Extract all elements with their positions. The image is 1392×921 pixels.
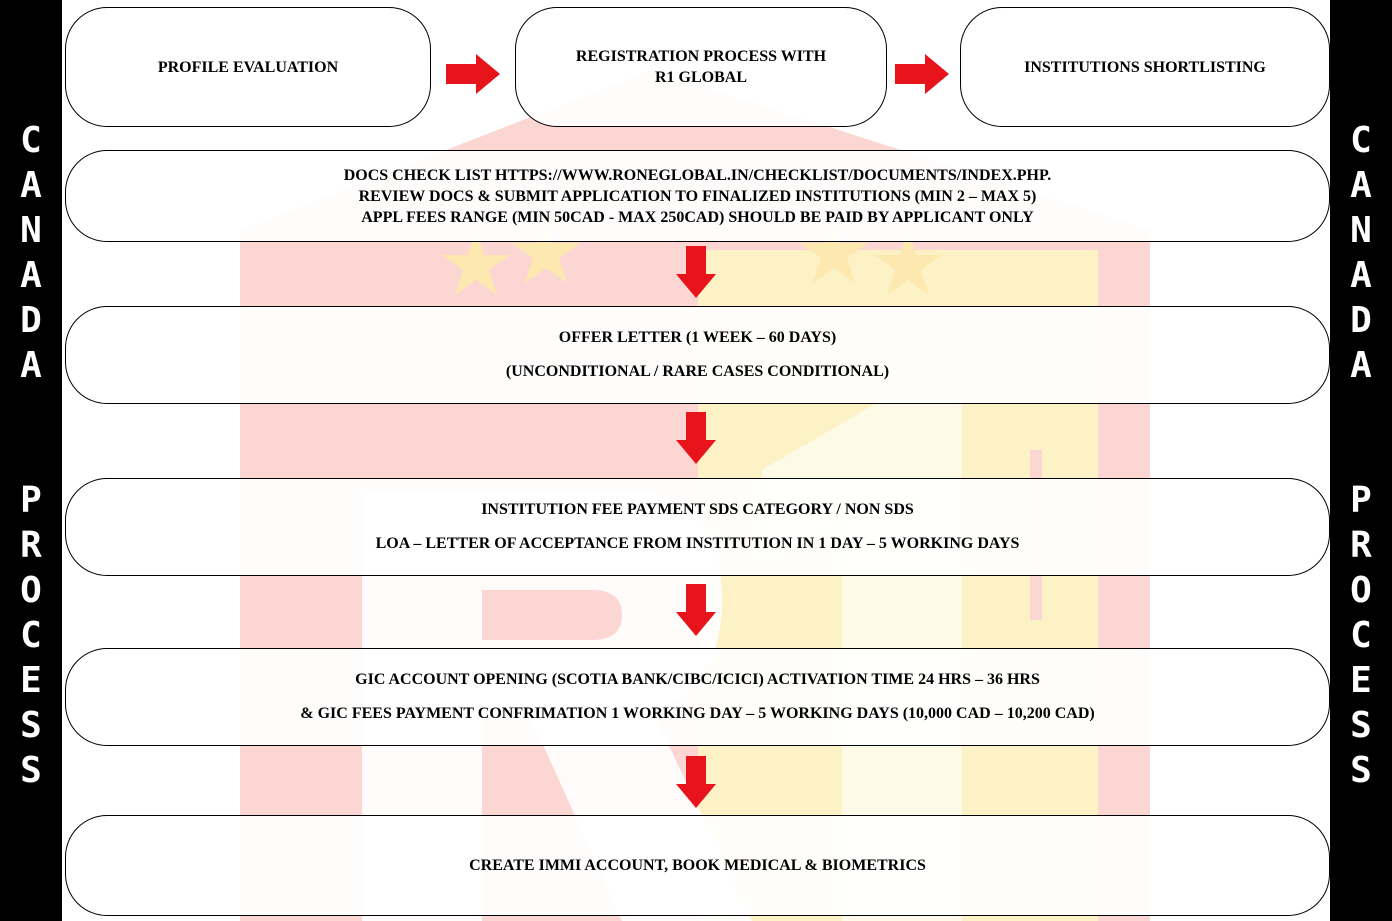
side-bar-left: C A N A D A P R O C E S S xyxy=(0,0,62,921)
arrow-down-icon xyxy=(676,412,716,464)
arrow-down-icon xyxy=(676,246,716,298)
step-docs-checklist: DOCS CHECK LIST HTTPS://WWW.RONEGLOBAL.I… xyxy=(65,150,1330,242)
side-label-process-left: P R O C E S S xyxy=(20,480,42,791)
step-profile-evaluation: PROFILE EVALUATION xyxy=(65,7,431,127)
side-bar-right: C A N A D A P R O C E S S xyxy=(1330,0,1392,921)
arrow-down-icon xyxy=(676,756,716,808)
step-institution-fee-payment: INSTITUTION FEE PAYMENT SDS CATEGORY / N… xyxy=(65,478,1330,576)
step-registration: REGISTRATION PROCESS WITH R1 GLOBAL xyxy=(515,7,887,127)
arrow-right-icon xyxy=(446,54,500,94)
side-label-canada-left: C A N A D A xyxy=(20,120,42,386)
side-label-canada-right: C A N A D A xyxy=(1350,120,1372,386)
step-offer-letter: OFFER LETTER (1 WEEK – 60 DAYS) (UNCONDI… xyxy=(65,306,1330,404)
step-immi-account: CREATE IMMI ACCOUNT, BOOK MEDICAL & BIOM… xyxy=(65,815,1330,916)
side-label-process-right: P R O C E S S xyxy=(1350,480,1372,791)
step-gic-account: GIC ACCOUNT OPENING (SCOTIA BANK/CIBC/IC… xyxy=(65,648,1330,746)
arrow-down-icon xyxy=(676,584,716,636)
arrow-right-icon xyxy=(895,54,949,94)
step-institutions-shortlisting: INSTITUTIONS SHORTLISTING xyxy=(960,7,1330,127)
